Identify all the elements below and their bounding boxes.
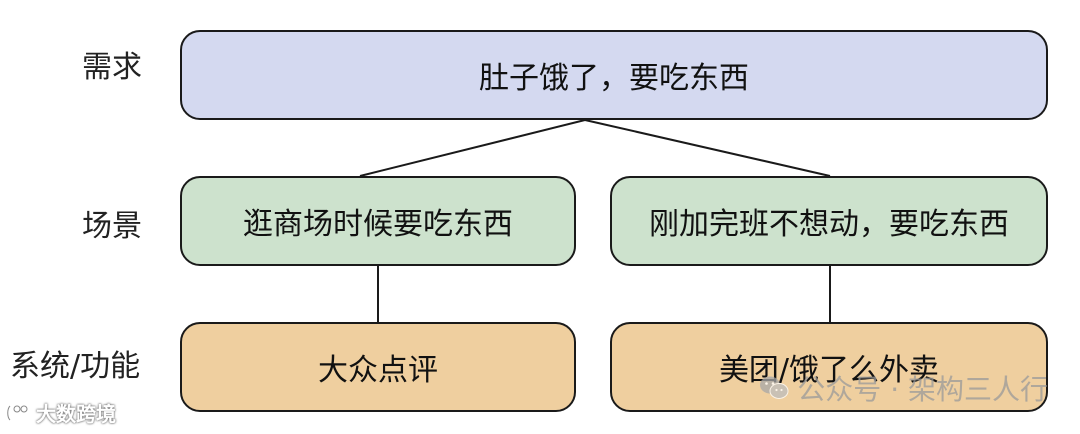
node-system-left: 大众点评 bbox=[180, 322, 576, 412]
watermark-wechat-text: 公众号 · 架构三人行 bbox=[797, 373, 1048, 406]
node-scene-right: 刚加完班不想动，要吃东西 bbox=[610, 176, 1048, 266]
watermark-wechat: 公众号 · 架构三人行 bbox=[759, 368, 1048, 408]
node-system-right: 美团/饿了么外卖 bbox=[610, 322, 1048, 412]
row-label-need: 需求 bbox=[82, 50, 142, 85]
node-scene-left: 逛商场时候要吃东西 bbox=[180, 176, 576, 266]
row-label-scene: 场景 bbox=[82, 209, 142, 244]
connector-need-to-scene-left bbox=[359, 119, 586, 177]
connector-need-to-scene-right bbox=[584, 119, 831, 177]
watermark-brand-text: 大数跨境 bbox=[36, 402, 116, 426]
wechat-icon bbox=[760, 376, 789, 399]
watermark-brand: 大数跨境 bbox=[6, 398, 116, 427]
node-need: 肚子饿了，要吃东西 bbox=[180, 30, 1048, 120]
row-label-system: 系统/功能 bbox=[10, 349, 141, 384]
brand-logo-icon bbox=[6, 404, 28, 421]
